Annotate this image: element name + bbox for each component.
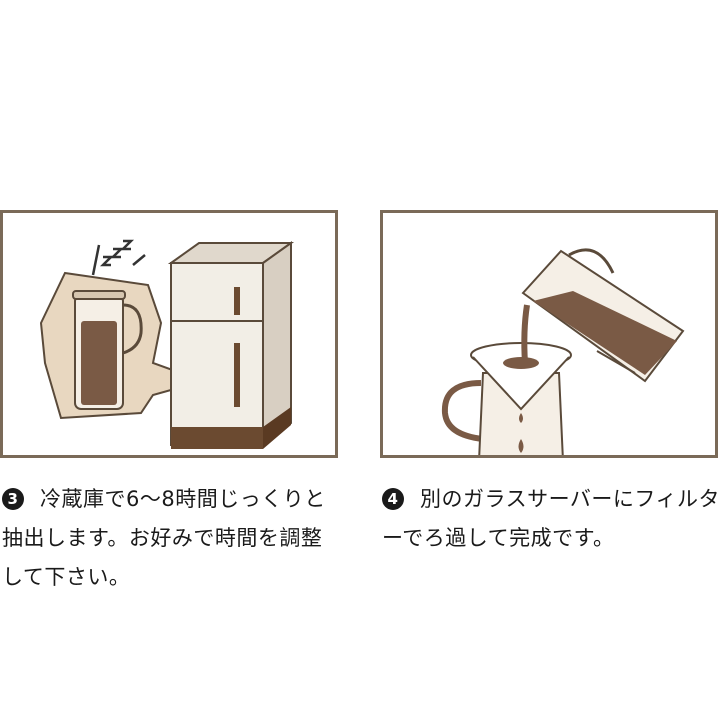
coffee-filter-icon (470, 342, 572, 453)
cold-brew-pitcher-icon (72, 290, 143, 410)
step-number-badge: 4 (382, 488, 404, 510)
step-3-illustration (0, 210, 338, 458)
pouring-pitcher-icon (521, 248, 685, 383)
fridge-icon (167, 241, 295, 449)
step-4-illustration (380, 210, 718, 458)
step-number-badge: 3 (2, 488, 24, 510)
step-4-text: 別のガラスサーバーにフィルターでろ過して完成です。 (382, 487, 720, 550)
step-3-text: 冷蔵庫で6〜8時間じっくりと抽出します。お好みで時間を調整して下さい。 (2, 487, 326, 589)
sleeping-zzz-icon (91, 239, 146, 276)
